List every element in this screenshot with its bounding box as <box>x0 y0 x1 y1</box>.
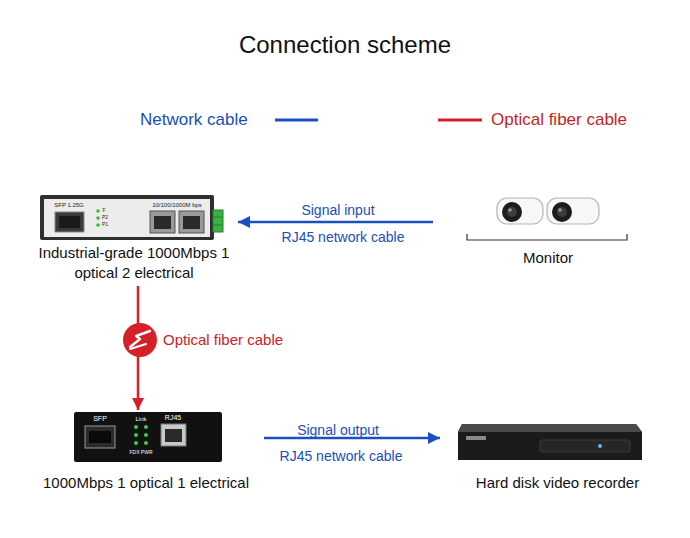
legend-text: Network cable <box>140 109 248 131</box>
node-label: 1000Mbps 1 optical 1 electrical <box>32 473 260 493</box>
node-label: Hard disk video recorder <box>444 473 671 493</box>
port-label: RJ45 <box>165 414 181 422</box>
nvr-device <box>458 424 642 460</box>
port-label: SFP <box>93 415 107 423</box>
led-label: Link <box>135 416 146 423</box>
node-label: Industrial-grade 1000Mbps 1 optical 2 el… <box>38 243 230 282</box>
legend-line-red <box>438 119 482 122</box>
cable-label: RJ45 network cable <box>280 448 403 464</box>
node-label: Monitor <box>463 248 633 268</box>
camera-icons <box>467 198 627 240</box>
legend-text: Optical fiber cable <box>491 109 627 131</box>
led-label: P2 <box>102 215 108 221</box>
connector <box>238 221 433 224</box>
recorder-node: Hard disk video recorder <box>440 410 675 497</box>
led-label: F <box>102 208 105 214</box>
edge-label: Signal output <box>297 422 379 438</box>
converter-device <box>74 412 222 462</box>
monitor-node: Monitor <box>433 190 633 272</box>
edge-label: Optical fiber cable <box>163 330 283 350</box>
port-label: SFP 1.25G <box>54 202 84 209</box>
port-label: 10/100/1000M bps <box>152 202 202 209</box>
edge-label: Signal input <box>301 202 374 218</box>
led-label: P1 <box>102 222 108 228</box>
legend-line-blue <box>275 119 318 122</box>
led-label: FDX PWR <box>129 450 152 456</box>
diagram-title: Connection scheme <box>239 31 451 59</box>
fiber-icon <box>123 323 157 357</box>
switch-device <box>40 195 223 240</box>
cable-label: RJ45 network cable <box>282 229 405 245</box>
